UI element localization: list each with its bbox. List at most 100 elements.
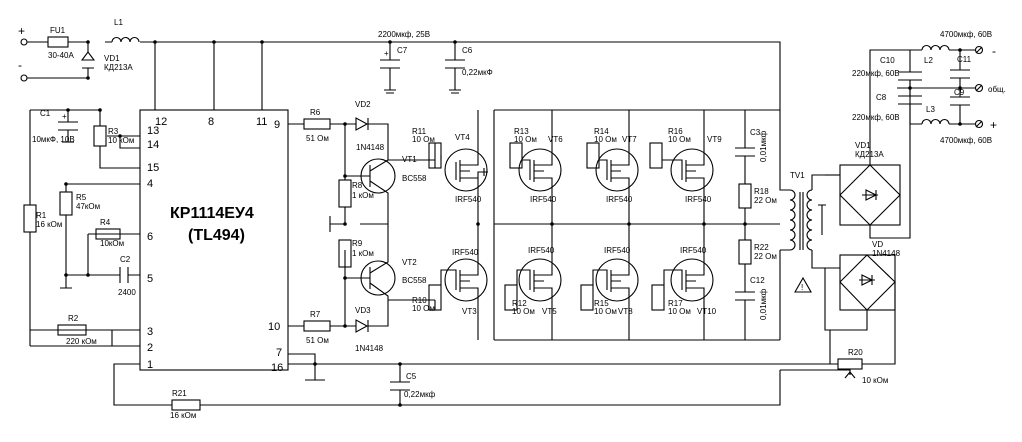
label-R4: R4 <box>100 218 111 227</box>
resistor-R5 <box>59 191 73 216</box>
value-C7: 2200мкф, 25В <box>378 30 430 39</box>
terminal-common-mark <box>975 84 983 92</box>
terminal-minus-in-circle <box>20 74 28 82</box>
tv1-primary-leads <box>779 110 790 340</box>
bridge-VD1-diamond <box>839 164 901 226</box>
pin-3: 3 <box>147 326 153 338</box>
mosfet-VT7 <box>595 148 639 192</box>
vt4-symbol <box>440 110 488 224</box>
output-filter-net <box>909 49 975 125</box>
mosfet-VT8 <box>595 258 639 302</box>
label-C6: C6 <box>462 46 473 55</box>
vt10-symbol <box>663 224 705 340</box>
left-network: + C1 10мкФ, 10В R3 10 кОм R1 16 кОм R5 4… <box>23 108 781 420</box>
tv1-secondary-leads <box>811 174 825 269</box>
vt5-symbol <box>516 224 553 340</box>
label-VT9: VT9 <box>707 135 722 144</box>
terminal-plus-in: + <box>18 24 25 38</box>
value-C5: 0,22мкф <box>404 390 436 399</box>
pin-1: 1 <box>147 359 153 371</box>
value-R8: 1 кОм <box>352 191 374 200</box>
terminal-plus-out-mark <box>975 120 983 128</box>
label-L2: L2 <box>924 56 933 65</box>
resistor-R17 <box>651 284 665 311</box>
resistor-R4 <box>95 228 121 240</box>
label-R20: R20 <box>848 348 863 357</box>
label-VT2: VT2 <box>402 258 417 267</box>
label-VT6: VT6 <box>548 135 563 144</box>
label-VD: VD <box>872 240 883 249</box>
resistor-R21 <box>171 399 201 411</box>
value-VT2: BC558 <box>402 276 427 285</box>
label-C1: C1 <box>40 109 51 118</box>
label-R3: R3 <box>108 127 119 136</box>
cap-C12 <box>735 291 755 301</box>
diode-VD3 <box>355 319 369 333</box>
label-C9: C9 <box>954 88 965 97</box>
value-VT7: IRF540 <box>606 195 633 204</box>
tv1-primary <box>789 189 796 251</box>
vd1-inputs <box>825 174 840 176</box>
value-C9: 4700мкф, 60В <box>940 136 992 145</box>
c7-ground <box>384 89 396 94</box>
label-R6: R6 <box>310 108 321 117</box>
vt1-leads <box>345 159 389 224</box>
value-R4: 10кОм <box>100 239 124 248</box>
label-R17: R17 <box>668 299 683 308</box>
resistor-R22 <box>738 239 752 265</box>
vt9-symbol <box>662 110 705 224</box>
plus-C1: + <box>62 112 67 121</box>
tv1-centertap <box>818 204 826 235</box>
label-L1: L1 <box>114 18 123 27</box>
value-R13: 10 Ом <box>514 135 537 144</box>
pin-14: 14 <box>147 139 159 151</box>
label-R14: R14 <box>594 127 609 136</box>
value-R1: 16 кОм <box>36 220 62 229</box>
resistor-R14 <box>586 142 600 169</box>
value-C10: 220мкф, 60В <box>852 69 900 78</box>
label-VD2: VD2 <box>355 100 371 109</box>
label-C7: C7 <box>397 46 408 55</box>
pin-6: 6 <box>147 231 153 243</box>
label-C12: C12 <box>750 276 765 285</box>
label-TV1: TV1 <box>790 171 805 180</box>
output-section: TV1 VD1 КД213А VD 1N4148 ! R20 10 кОм <box>779 30 1006 385</box>
label-R10: R10 <box>412 296 427 305</box>
mosfet-VT3 <box>444 258 488 302</box>
pin-16: 16 <box>271 362 283 374</box>
resistor-R8 <box>338 179 352 208</box>
mosfet-VT5 <box>518 258 562 302</box>
label-R9: R9 <box>352 239 363 248</box>
label-VT3: VT3 <box>462 307 477 316</box>
value-VT6: IRF540 <box>530 195 557 204</box>
inductor-L3 <box>921 118 950 125</box>
value-VT1: BC558 <box>402 174 427 183</box>
label-minus-out: - <box>992 44 996 58</box>
label-VD1b: VD1 <box>855 141 871 150</box>
label-R8: R8 <box>352 181 363 190</box>
value-C11: 4700мкф, 60В <box>940 30 992 39</box>
c1-net <box>30 109 100 142</box>
warning-icon <box>794 276 812 293</box>
value-FU1: 30-40A <box>48 51 74 60</box>
label-R5: R5 <box>76 193 87 202</box>
vt3-symbol <box>440 224 479 340</box>
cap-C1 <box>58 121 78 131</box>
value-R15: 10 Ом <box>594 307 617 316</box>
value-VT9: IRF540 <box>685 195 712 204</box>
value-R12: 10 Ом <box>512 307 535 316</box>
value-VD1a: КД213А <box>104 63 133 72</box>
value-R6: 51 Ом <box>306 134 329 143</box>
mosfet-VT9 <box>670 148 714 192</box>
resistor-R18 <box>738 183 752 209</box>
label-C3: C3 <box>750 128 761 137</box>
label-C10: C10 <box>880 56 895 65</box>
gate-feed <box>388 159 435 301</box>
value-R16: 10 Ом <box>668 135 691 144</box>
value-VD: 1N4148 <box>872 249 901 258</box>
label-C2: C2 <box>120 255 131 264</box>
label-FU1: FU1 <box>50 26 66 35</box>
r3-net <box>99 110 140 169</box>
value-C1: 10мкФ, 10В <box>32 135 75 144</box>
tv1-core <box>799 192 804 250</box>
